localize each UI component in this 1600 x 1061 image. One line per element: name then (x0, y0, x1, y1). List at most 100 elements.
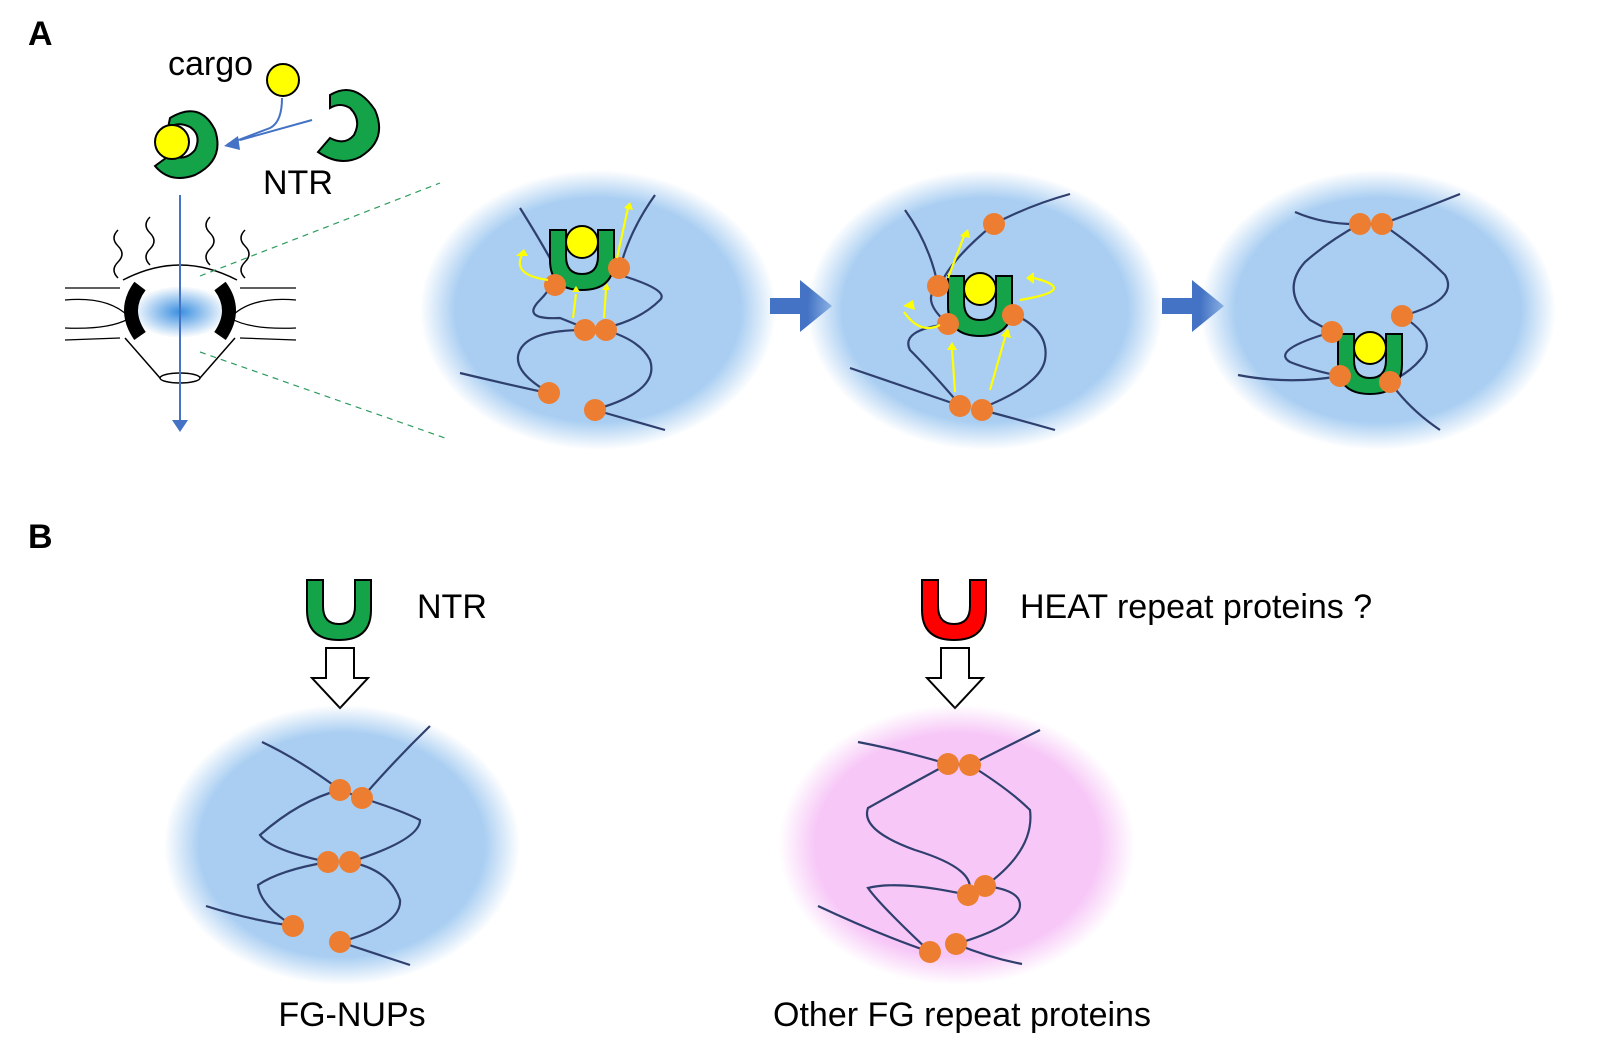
panel-b-label: B (28, 518, 53, 556)
cargo-join-line (227, 97, 283, 145)
fg-bead (1321, 321, 1343, 343)
fg-bead (574, 319, 596, 341)
fg-bead (351, 787, 373, 809)
fg-chain (599, 328, 653, 410)
nuclear-pore-complex (64, 182, 446, 439)
fg-bead (1379, 371, 1401, 393)
diffusion-arrowhead (947, 342, 957, 350)
fg-chain (339, 860, 402, 944)
fg-bead (1329, 365, 1351, 387)
fg-bead (329, 779, 351, 801)
free-cargo (266, 63, 300, 97)
fg-chain (261, 725, 431, 800)
fg-bead (927, 275, 949, 297)
fg-bead (544, 274, 566, 296)
fg-bead (329, 931, 351, 953)
fg-chain (907, 322, 961, 406)
hollow-down-arrow (924, 647, 986, 710)
envelope-line (64, 337, 121, 341)
fg-chain (349, 796, 422, 864)
condensate-stage-2 (807, 170, 1163, 450)
fg-bead (584, 399, 606, 421)
fg-bead (538, 382, 560, 404)
cargo-label: cargo (168, 45, 253, 83)
fg-chain (258, 788, 341, 864)
fg-chain (865, 763, 971, 896)
nuclear-basket (124, 337, 236, 379)
pore-scaffold-left (124, 281, 146, 340)
fg-bead (608, 257, 630, 279)
fg-chain (969, 764, 1032, 887)
ntr-cargo-complex (549, 225, 615, 291)
diffusion-arrowhead (960, 229, 970, 238)
envelope-line (239, 337, 297, 341)
fg-chain (866, 884, 969, 953)
filament (145, 216, 155, 266)
fg-nup-condensate (164, 705, 520, 985)
diffusion-arrowhead (602, 283, 610, 290)
fg-bead (949, 395, 971, 417)
ntr-label-b: NTR (417, 588, 487, 626)
fg-bead (1371, 213, 1393, 235)
zoom-line-bottom (199, 351, 446, 439)
diffusion-arrowhead (572, 286, 580, 292)
condensate-droplet (1200, 170, 1556, 450)
fg-bead (1349, 213, 1371, 235)
diffusion-arrowhead (1001, 328, 1011, 338)
fg-chain (256, 860, 329, 927)
progression-arrow (770, 280, 832, 332)
fg-bead (339, 851, 361, 873)
envelope-line (228, 298, 297, 329)
fg-chain (817, 905, 931, 954)
fg-chain (1284, 330, 1341, 378)
envelope-line (64, 298, 132, 329)
fg-chain (955, 884, 1022, 946)
fg-bead (317, 851, 339, 873)
pore-scaffold-right (214, 281, 236, 340)
diffusion-arrowhead (516, 249, 528, 256)
fg-chain (1292, 223, 1361, 333)
fg-bead (937, 753, 959, 775)
other-fg-caption: Other FG repeat proteins (773, 996, 1151, 1034)
diffusion-arrows (518, 207, 630, 319)
fg-bead (595, 319, 617, 341)
condensate-stage-1 (420, 170, 776, 450)
fg-bead (971, 399, 993, 421)
hollow-down-arrow (309, 647, 371, 710)
cargo-binding-schematic: cargo NTR (153, 45, 380, 202)
fg-nups-caption: FG-NUPs (278, 996, 425, 1034)
filament (205, 216, 215, 266)
fg-chain (1381, 223, 1450, 318)
fg-bead (959, 754, 981, 776)
binding-arrowhead (224, 136, 240, 150)
fg-chain (981, 312, 1047, 410)
fg-bead (945, 933, 967, 955)
ntr-cargo-complex (1337, 331, 1403, 395)
fg-bead (983, 213, 1005, 235)
diffusion-arrowhead (903, 300, 915, 310)
other-fg-condensate (779, 705, 1135, 985)
diffusion-arrowhead (624, 202, 633, 210)
fg-chain (849, 366, 959, 407)
fg-bead (1002, 304, 1024, 326)
ntr-join-line (239, 119, 313, 141)
zoom-line-top (199, 182, 441, 277)
heat-column: HEAT repeat proteins ? Other FG repeat p… (773, 579, 1372, 1034)
fg-bead (919, 941, 941, 963)
progression-arrow (1162, 280, 1224, 332)
fg-bead (282, 915, 304, 937)
panel-a-label: A (28, 15, 53, 53)
transport-arrowhead (172, 420, 188, 432)
condensate-droplet (420, 170, 776, 450)
fg-bead (974, 875, 996, 897)
fg-bead (1391, 305, 1413, 327)
fg-bead (957, 884, 979, 906)
diffusion-arrowhead (1026, 272, 1034, 284)
filament (113, 229, 123, 279)
fg-bead (937, 313, 959, 335)
diffusion-arrows (903, 235, 1056, 393)
fg-chain (516, 328, 586, 393)
free-ntr (316, 89, 380, 162)
heat-protein-icon (921, 579, 987, 641)
